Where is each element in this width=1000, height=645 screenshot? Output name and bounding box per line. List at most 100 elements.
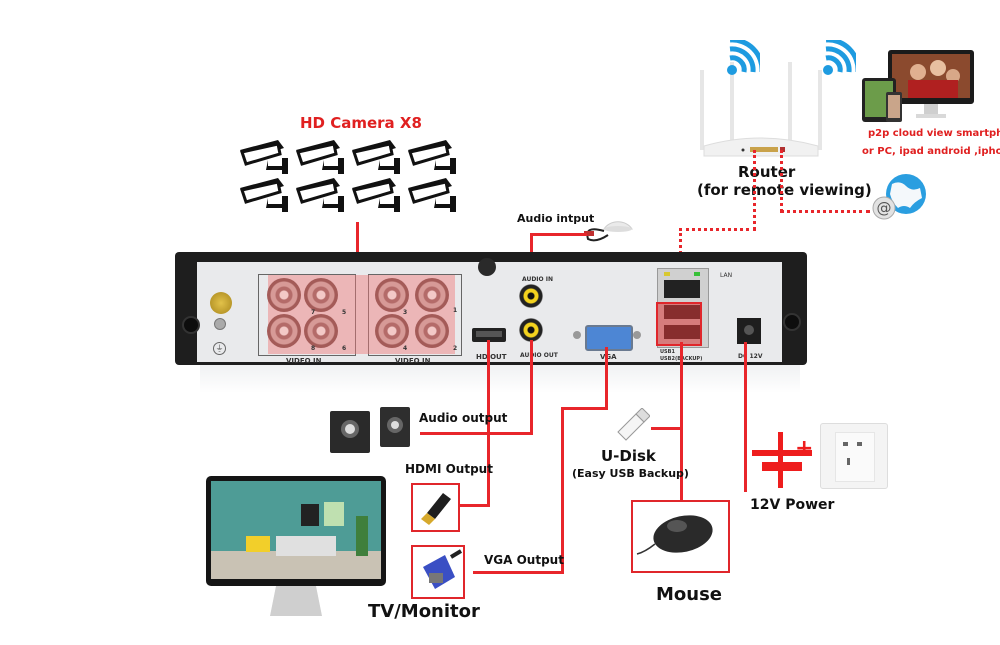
audio-input-label: Audio intput [517,212,595,225]
channel-number: 8 [311,345,316,352]
video-in-group-right [368,274,462,356]
vga-port-label: VGA [600,353,617,361]
vga-port [585,325,633,351]
vga-wire-v2 [561,407,564,574]
wifi-icon [822,37,861,81]
ground-screw-icon [214,318,226,330]
lan-led [664,272,670,276]
qc-passed-badge [210,292,232,314]
cctv-camera-icon [350,140,400,174]
channel-number: 3 [403,309,408,316]
vga-cable-icon [423,549,463,589]
hdmi-cable-box [411,483,460,532]
bnc-video-port [415,314,449,348]
vga-output-label: VGA Output [484,553,564,567]
router-lan-wire-h [679,228,756,231]
vga-cable-box [411,545,465,599]
audio-in-port-label: AUDIO IN [522,276,553,283]
screw-icon [478,258,496,276]
power-label: 12V Power [750,497,835,513]
remote-text-line2: or PC, ipad android ,iphone. [862,146,1000,157]
cameras-title: HD Camera X8 [300,114,422,132]
channel-number: 2 [453,345,458,352]
cctv-camera-icon [294,178,344,212]
video-in-group-left [258,274,356,356]
router-sublabel: (for remote viewing) [697,181,872,199]
dc-power-symbol-icon [752,432,816,493]
screw-icon [182,316,200,334]
channel-number: 7 [311,309,316,316]
power-wire-v [744,342,747,492]
audio-output-label: Audio output [419,411,508,425]
channel-number: 1 [453,307,458,314]
vga-wire-v1 [605,347,608,409]
bnc-video-port [267,314,301,348]
mouse-box [631,500,730,573]
cctv-camera-icon [238,178,288,212]
bnc-video-port [304,278,338,312]
wall-socket-icon [820,423,888,489]
lan-port-label: LAN [720,272,733,279]
bnc-video-port [267,278,301,312]
channel-number: 4 [403,345,408,352]
router-icon [690,60,830,160]
tv-monitor-label: TV/Monitor [368,601,480,622]
bnc-video-port [304,314,338,348]
mouse-icon [636,515,713,555]
screw-icon [783,313,801,331]
audio-out-port [519,318,543,342]
channel-number: 5 [342,309,347,316]
microphone-icon [582,205,634,250]
bnc-video-port [375,278,409,312]
globe-internet-icon: @ [870,172,930,227]
audio-out-wire-v [530,340,533,435]
positive-terminal-label: + [795,436,814,461]
hdmi-port-label: HD OUT [476,353,507,361]
audio-out-port-label: AUDIO OUT [520,352,558,359]
video-in-label-left: VIDEO IN [286,357,322,365]
udisk-label: U-Disk [601,447,656,465]
ground-symbol-icon: ⏚ [213,342,226,355]
remote-devices-icon [858,48,988,128]
udisk-wire-h [651,427,683,430]
lan-port [664,280,700,298]
dc-power-port [737,318,761,344]
router-label: Router [738,163,796,181]
tv-monitor-icon [206,476,386,621]
panel-reflection [200,365,800,393]
dc-port-label: DC 12V [738,353,763,360]
hdmi-cable-icon [421,493,451,525]
router-internet-wire [780,210,870,213]
usb-flash-drive-icon [614,407,651,447]
wifi-icon [726,37,765,81]
audio-out-wire-h [420,432,533,435]
cctv-camera-icon [406,178,456,212]
cctv-camera-icon [294,140,344,174]
router-lan-wire [753,150,756,230]
usb-wire-v [680,342,683,500]
mouse-label: Mouse [656,584,723,605]
vga-screw [573,331,581,339]
usb-port-1-label: USB1 [660,349,675,355]
speakers-icon [330,405,414,460]
usb-highlight [656,302,702,346]
vga-wire-h1 [561,407,608,410]
audio-in-wire-h [530,233,587,236]
bnc-video-port [415,278,449,312]
hdmi-port [472,328,506,342]
vga-screw [633,331,641,339]
router-wan-wire [780,150,783,212]
hdmi-wire-h [458,504,490,507]
cctv-camera-icon [350,178,400,212]
lan-led [694,272,700,276]
remote-text-line1: p2p cloud view smartphone [868,128,1000,139]
cctv-camera-icon [406,140,456,174]
channel-number: 6 [342,345,347,352]
bnc-video-port [375,314,409,348]
audio-in-port [519,284,543,308]
hdmi-wire-v [487,340,490,507]
cctv-camera-icon [238,140,288,174]
svg-text:@: @ [877,199,892,217]
udisk-sublabel: (Easy USB Backup) [572,467,689,480]
video-in-label-right: VIDEO IN [395,357,431,365]
